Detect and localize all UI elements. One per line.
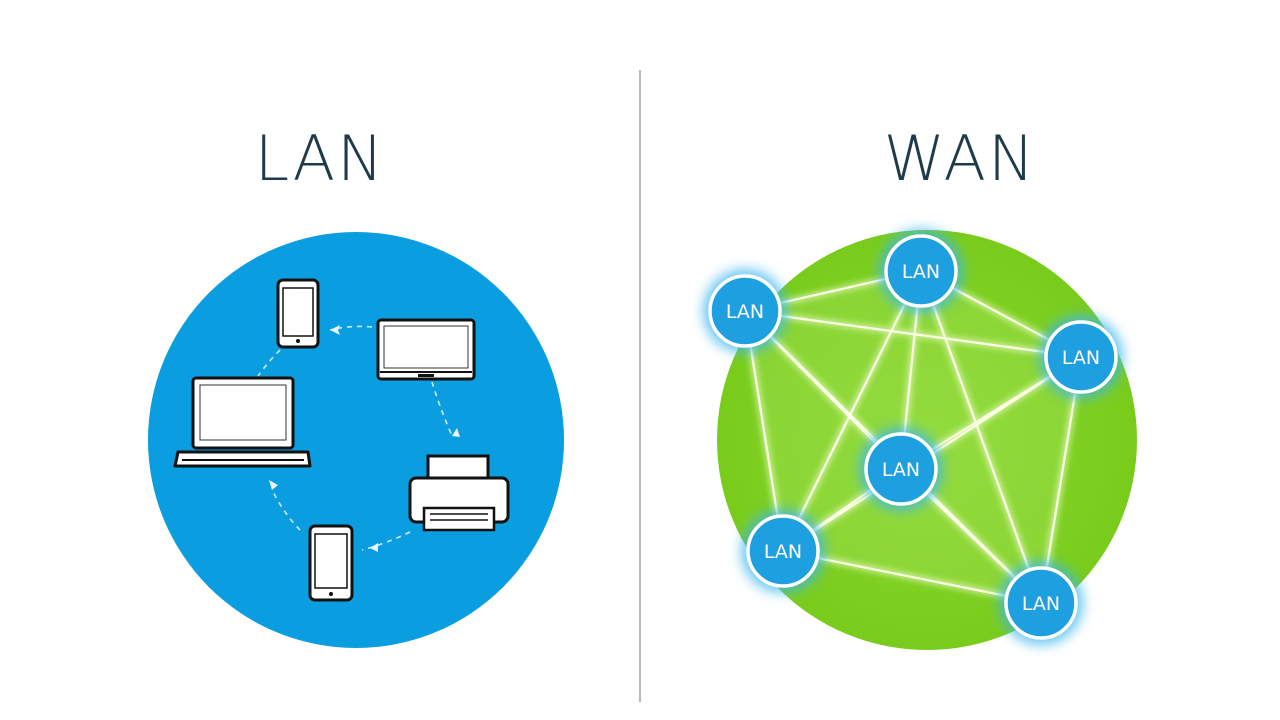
- wan-panel: WAN LAN LAN LAN LAN LAN LAN: [640, 0, 1280, 720]
- lan-title: LAN: [254, 122, 386, 195]
- lan-node-label: LAN: [882, 459, 920, 481]
- arrow-icon: [452, 428, 460, 437]
- lan-node-circle: [884, 234, 958, 308]
- wan-title: WAN: [883, 122, 1037, 195]
- printer-icon: [408, 454, 510, 532]
- connection-monitor-printer: [431, 381, 453, 437]
- laptop-icon: [173, 376, 312, 468]
- lan-node-circle: [708, 274, 782, 348]
- wan-nodes: LAN LAN LAN LAN LAN LAN: [703, 229, 1123, 645]
- arrow-icon: [370, 543, 378, 552]
- monitor-icon: [376, 318, 476, 381]
- lan-arrows: [269, 325, 460, 552]
- lan-node-label: LAN: [1022, 593, 1060, 615]
- wan-link: [782, 549, 1042, 605]
- wan-link: [919, 270, 1043, 604]
- lan-node-label: LAN: [902, 261, 940, 283]
- lan-node-circle: [1004, 566, 1078, 640]
- wan-link: [744, 309, 1082, 359]
- lan-diagram: [148, 232, 564, 648]
- connection-phone-laptop: [257, 349, 281, 377]
- lan-node: LAN: [703, 269, 787, 353]
- lan-node-circle: [746, 514, 820, 588]
- lan-node-label: LAN: [1062, 347, 1100, 369]
- lan-node-label: LAN: [764, 541, 802, 563]
- lan-node-label: LAN: [726, 301, 764, 323]
- lan-panel: LAN: [148, 122, 564, 648]
- lan-node-circle: [1044, 320, 1118, 394]
- lan-connections: [257, 325, 453, 551]
- lan-node: LAN: [879, 229, 963, 313]
- lan-node: LAN: [741, 509, 825, 593]
- wan-link: [782, 270, 922, 552]
- wan-facets: [745, 271, 1081, 603]
- arrow-icon: [269, 480, 278, 490]
- connection-printer-phone: [361, 531, 411, 551]
- connection-phone-laptop-bottom: [271, 489, 301, 531]
- arrow-icon: [330, 325, 340, 335]
- lan-node: LAN: [859, 427, 943, 511]
- lan-node: LAN: [1039, 315, 1123, 399]
- smartphone-icon: [308, 524, 354, 602]
- lan-node-circle: [864, 432, 938, 506]
- divider: [639, 70, 641, 702]
- wan-diagram: LAN LAN LAN LAN LAN LAN: [703, 229, 1137, 650]
- lan-node: LAN: [999, 561, 1083, 645]
- smartphone-icon: [276, 278, 320, 349]
- connection-monitor-phone: [329, 325, 373, 331]
